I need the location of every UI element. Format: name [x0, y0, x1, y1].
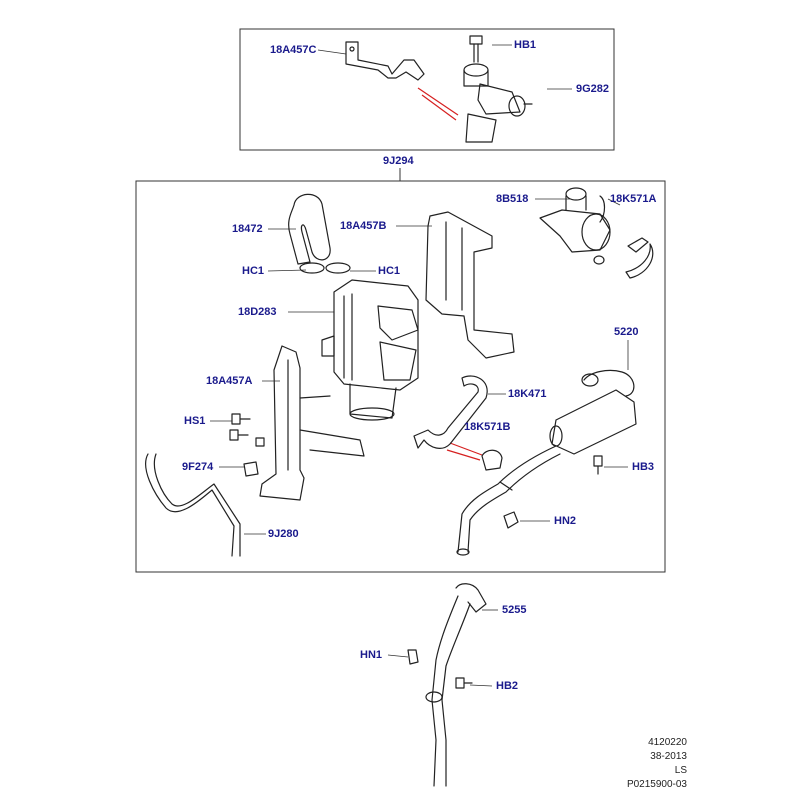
- clip-18K571B-part: [481, 449, 503, 471]
- hose-18K471-part: [413, 375, 488, 449]
- nut-HN2-part: [503, 511, 519, 529]
- tailpipe-5255-part: [425, 583, 487, 787]
- bolt-HB1-part: [469, 35, 483, 63]
- callout-8B518: 8B518: [496, 193, 529, 205]
- footer-line-4: P0215900-03: [626, 779, 687, 790]
- callout-HB1: HB1: [514, 39, 537, 51]
- heater-18D283-part: [321, 279, 419, 421]
- highlight-leaders: [417, 87, 483, 461]
- clip-9F274-part: [243, 461, 259, 477]
- tube-9J280-part: [145, 453, 241, 557]
- bolt-HB2-part: [455, 677, 473, 689]
- callout-9G282: 9G282: [576, 83, 610, 95]
- callout-9J280: 9J280: [268, 528, 299, 540]
- footer-line-1: 4120220: [648, 737, 687, 748]
- callout-HC1-right: HC1: [378, 265, 401, 277]
- footer-line-3: LS: [674, 765, 687, 776]
- callout-HN2: HN2: [554, 515, 577, 527]
- callout-9J294: 9J294: [383, 155, 414, 167]
- nut-HN1-part: [407, 649, 419, 665]
- upper-frame: [239, 28, 615, 151]
- callout-5255: 5255: [502, 604, 527, 616]
- valve-9G282-part: [463, 63, 533, 143]
- bolt-HB3-part: [593, 455, 603, 475]
- screws-HS1-part: [229, 413, 265, 447]
- callout-18A457C: 18A457C: [270, 44, 317, 56]
- callout-18K571A: 18K571A: [610, 193, 657, 205]
- callout-18K471: 18K471: [508, 388, 547, 400]
- callout-HC1-left: HC1: [242, 265, 265, 277]
- bracket-18A457A-part: [259, 345, 365, 501]
- hose-clamps-HC1-part: [299, 262, 351, 274]
- silencer-5220-part: [456, 369, 637, 556]
- hose-18472-part: [288, 193, 331, 265]
- callout-18A457B: 18A457B: [340, 220, 387, 232]
- bracket-18A457C-part: [345, 41, 425, 81]
- callout-HB2: HB2: [496, 680, 519, 692]
- callout-9F274: 9F274: [182, 461, 214, 473]
- callout-5220: 5220: [614, 326, 639, 338]
- callout-18472: 18472: [232, 223, 263, 235]
- callout-18K571B: 18K571B: [464, 421, 511, 433]
- leader-lines: [210, 44, 629, 687]
- footer-line-2: 38-2013: [650, 751, 687, 762]
- callout-HS1: HS1: [184, 415, 206, 427]
- callout-HN1: HN1: [360, 649, 383, 661]
- callout-HB3: HB3: [632, 461, 655, 473]
- clip-18K571A-part: [625, 237, 654, 279]
- bracket-18A457B-part: [425, 211, 515, 359]
- callout-18D283: 18D283: [238, 306, 277, 318]
- pump-8B518-part: [539, 187, 611, 265]
- callout-18A457A: 18A457A: [206, 375, 253, 387]
